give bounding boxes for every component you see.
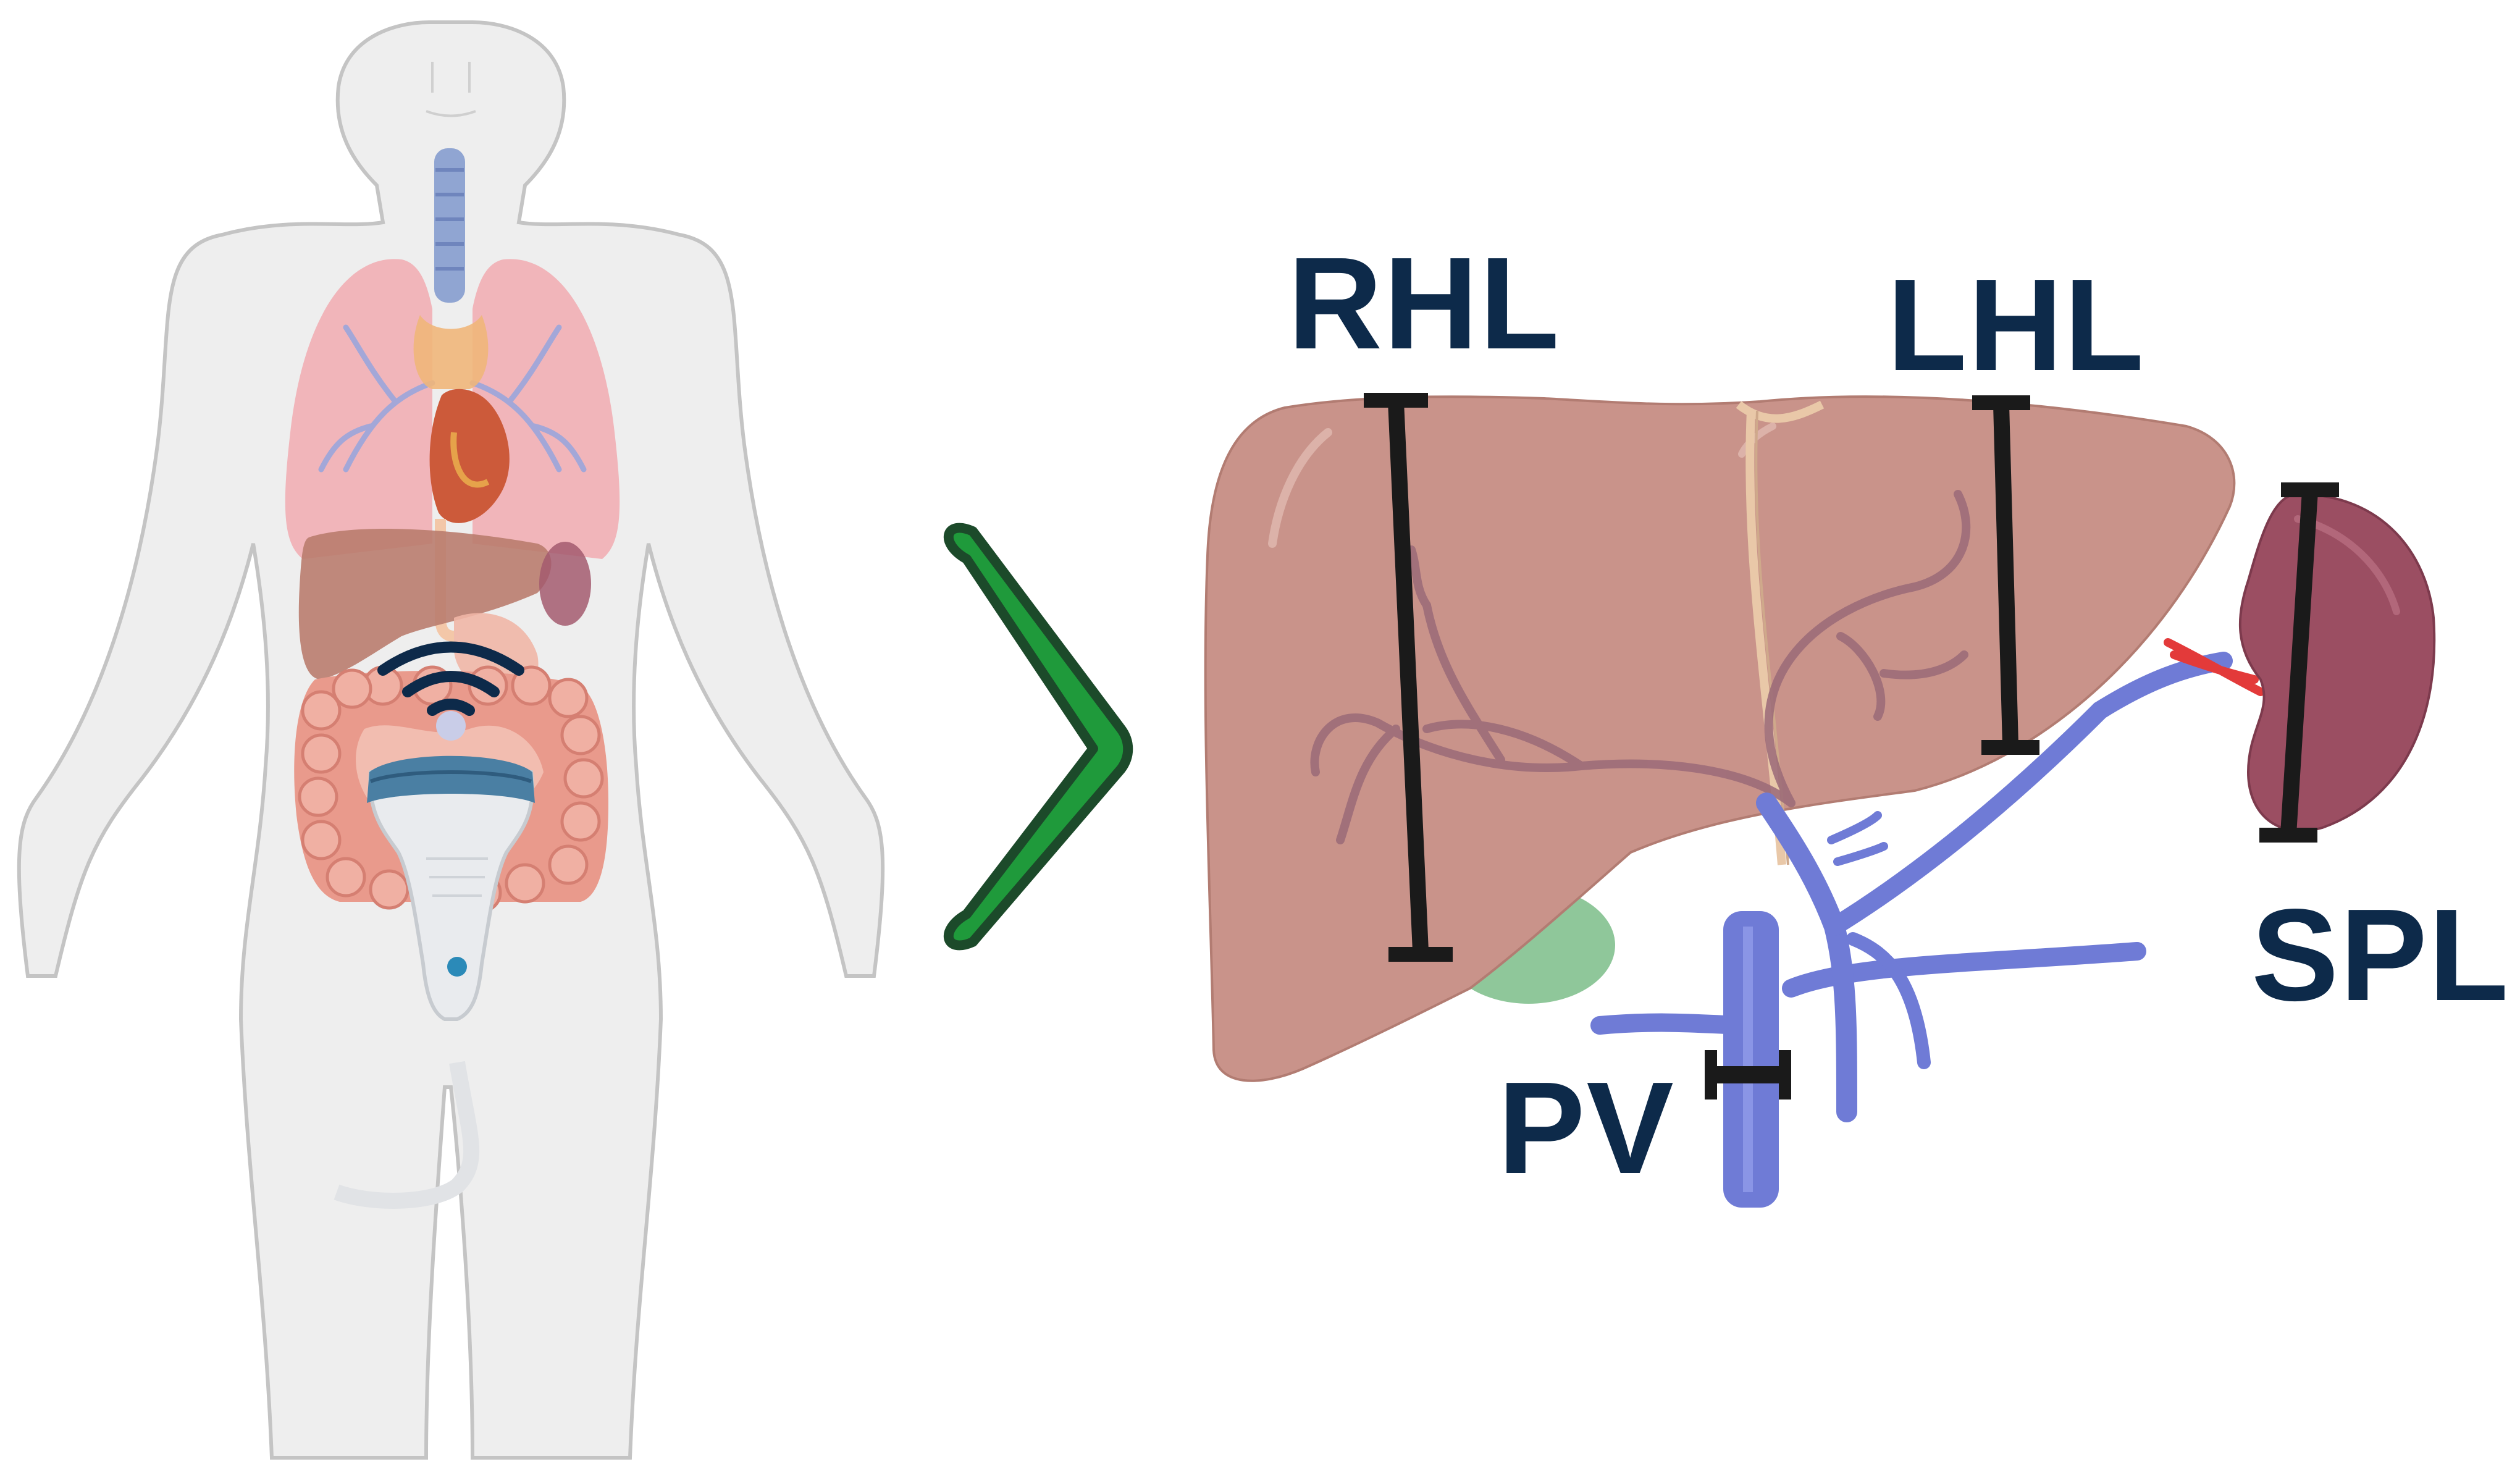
ultrasound-waves-icon xyxy=(377,641,524,716)
heart xyxy=(429,389,510,523)
probe-signal-dot xyxy=(436,711,466,741)
thyroid xyxy=(413,315,489,389)
lungs xyxy=(285,259,620,559)
trachea xyxy=(434,148,465,303)
measure-bar-spl xyxy=(2259,482,2339,843)
measure-bar-rhl xyxy=(1364,393,1453,962)
chevron-right-icon xyxy=(943,523,1133,951)
measure-bar-lhl xyxy=(1972,395,2039,755)
label-spl: SPL xyxy=(2251,881,2510,1028)
body-kidney xyxy=(539,542,591,626)
spleen xyxy=(2238,492,2436,833)
liver xyxy=(1204,395,2236,1082)
ultrasound-probe-icon xyxy=(334,755,535,1209)
label-lhl: LHL xyxy=(1887,251,2146,398)
measure-bar-pv xyxy=(1705,1050,1791,1099)
label-rhl: RHL xyxy=(1288,230,1561,376)
body-liver xyxy=(298,529,552,679)
label-pv: PV xyxy=(1498,1054,1675,1201)
